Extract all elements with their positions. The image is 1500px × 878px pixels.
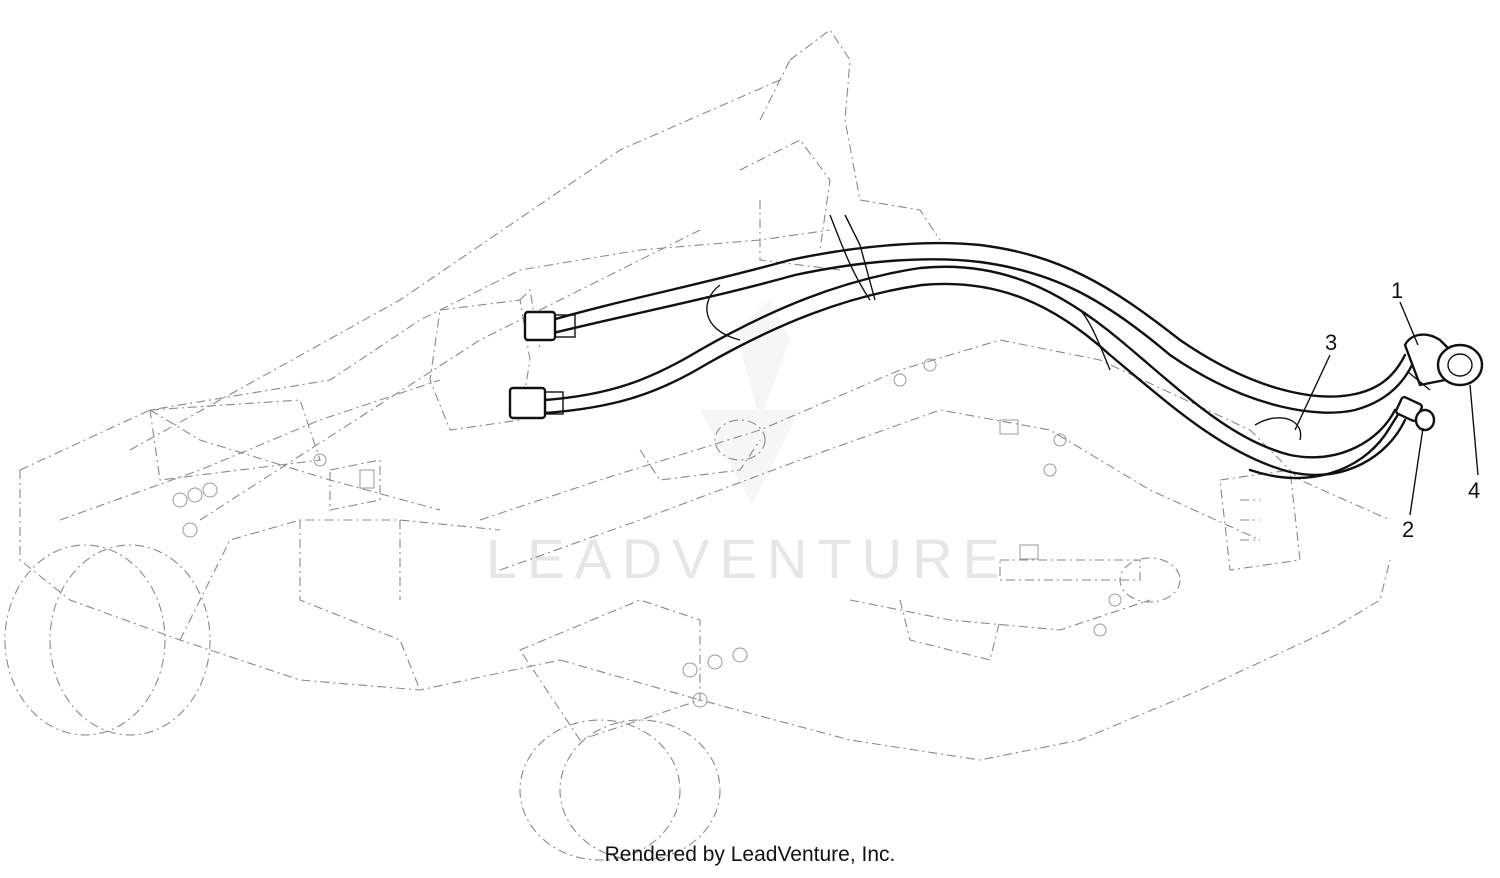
leader-1 [1399, 301, 1419, 346]
callout-1[interactable]: 1 [1391, 278, 1403, 303]
watermark-logo [700, 300, 800, 505]
render-credit: Rendered by LeadVenture, Inc. [604, 843, 896, 866]
leader-2 [1409, 427, 1424, 516]
elbow-fitting-part-1[interactable] [1403, 333, 1484, 391]
straight-fitting-part-2[interactable] [1395, 395, 1436, 432]
callout-2[interactable]: 2 [1402, 517, 1414, 542]
callout-3[interactable]: 3 [1325, 330, 1337, 355]
watermark-text: LEADVENTURE [486, 527, 1010, 590]
leader-3 [1294, 354, 1331, 431]
leader-4 [1469, 384, 1479, 476]
callout-4[interactable]: 4 [1468, 478, 1480, 503]
mower-deck-phantom [4, 29, 1391, 861]
hydraulic-hose-assembly[interactable] [508, 214, 1414, 480]
